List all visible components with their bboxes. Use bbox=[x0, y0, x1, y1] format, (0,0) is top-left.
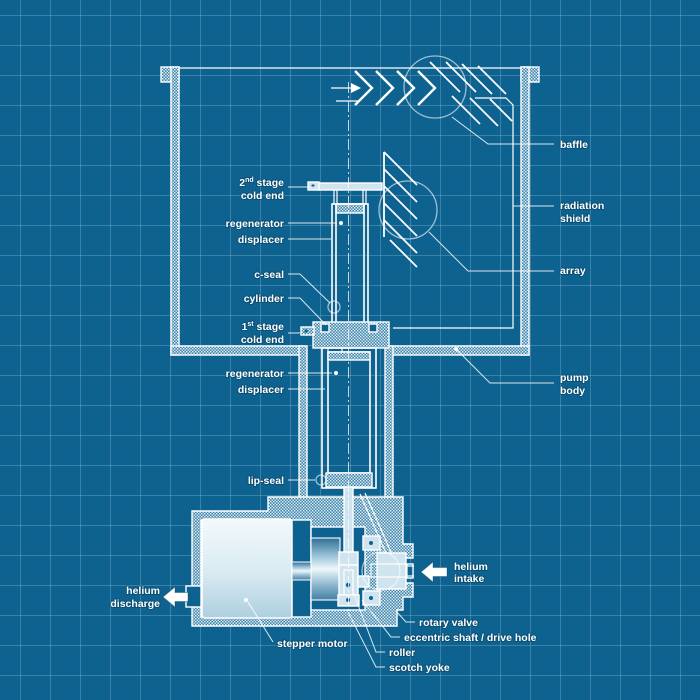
leader-dot-regenerator-lower bbox=[334, 371, 338, 375]
bearing-top-bolt bbox=[369, 541, 373, 545]
array-highlight-circle bbox=[378, 180, 438, 240]
leader-eccentric bbox=[361, 599, 400, 638]
vessel-neck-left bbox=[298, 345, 308, 499]
c-seal-ring bbox=[327, 300, 341, 314]
label-body: body bbox=[560, 385, 585, 397]
leader-rotary-valve bbox=[395, 610, 415, 623]
leader-scotch-yoke bbox=[347, 611, 385, 668]
baffle-arrow-head-icon bbox=[351, 83, 361, 93]
label-stage1-line2: cold end bbox=[241, 334, 284, 346]
label-stepper-motor: stepper motor bbox=[277, 638, 348, 650]
label-regenerator-upper: regenerator bbox=[226, 218, 284, 230]
baffle-highlight-circle bbox=[403, 55, 467, 119]
motor-shaft bbox=[291, 561, 312, 581]
second-stage-cylinder bbox=[331, 203, 369, 325]
baffle-louver-2 bbox=[445, 61, 477, 93]
leader-cylinder bbox=[288, 297, 327, 326]
radiation-shield-outline bbox=[393, 97, 514, 329]
helium-discharge-arrow-icon bbox=[162, 585, 189, 609]
rotary-valve-circle bbox=[361, 551, 401, 591]
baffle-louver-1 bbox=[429, 61, 461, 93]
label-stage2-line1: 2nd stage bbox=[239, 177, 284, 189]
pump-body bbox=[160, 66, 540, 499]
leader-stepper-motor bbox=[247, 601, 274, 643]
radiation-shield bbox=[336, 97, 514, 329]
vessel-neck-right bbox=[384, 345, 394, 499]
lip-seal-ring bbox=[315, 474, 327, 486]
leader-c-seal bbox=[288, 273, 331, 304]
valve-tube-line-2 bbox=[364, 492, 395, 560]
leader-baffle bbox=[451, 116, 554, 145]
baffle-louver-3 bbox=[461, 63, 493, 95]
array-fin-1 bbox=[383, 151, 418, 186]
vessel-bottom-right bbox=[388, 345, 530, 356]
leader-roller bbox=[351, 588, 385, 653]
array-fin-2 bbox=[383, 168, 418, 203]
baffle bbox=[331, 61, 513, 127]
first-stage-flange-port-left bbox=[320, 323, 330, 333]
baffle-chevron-2 bbox=[375, 70, 395, 106]
label-stage1-line1: 1st stage bbox=[242, 321, 285, 333]
second-stage-cold-station bbox=[335, 203, 365, 214]
label-radiation: radiation bbox=[560, 200, 604, 212]
leader-lines bbox=[244, 116, 554, 668]
label-helium-intake-line2: intake bbox=[454, 573, 485, 585]
leader-pump-body bbox=[455, 348, 554, 384]
label-rotary-valve: rotary valve bbox=[419, 617, 478, 629]
label-helium-intake-line1: helium bbox=[454, 561, 488, 573]
label-baffle: baffle bbox=[560, 139, 588, 151]
label-shield: shield bbox=[560, 213, 590, 225]
label-scotch-yoke: scotch yoke bbox=[389, 662, 450, 674]
array-fins bbox=[383, 151, 418, 268]
leader-array bbox=[428, 231, 554, 272]
second-stage bbox=[307, 181, 383, 325]
baffle-louver-6 bbox=[469, 97, 499, 127]
label-lip-seal: lip-seal bbox=[248, 475, 284, 487]
label-c-seal: c-seal bbox=[254, 269, 284, 281]
second-stage-flange bbox=[317, 182, 383, 191]
baffle-chevron-4 bbox=[417, 70, 437, 106]
leader-dot-stepper-motor bbox=[244, 598, 248, 602]
crank-rotor bbox=[310, 537, 341, 601]
baffle-louver-7 bbox=[489, 98, 513, 122]
stepper-motor-body bbox=[201, 518, 293, 619]
helium-intake-arrow-icon bbox=[420, 560, 448, 584]
first-stage-flange-port-right bbox=[368, 323, 378, 333]
array-fin-5 bbox=[383, 219, 418, 254]
array-fin-6 bbox=[389, 239, 418, 268]
vessel-wall-left bbox=[170, 66, 180, 356]
vessel-bottom-left bbox=[170, 345, 304, 356]
label-helium-discharge-line1: helium bbox=[126, 585, 160, 597]
second-stage-neck-right bbox=[362, 189, 367, 205]
second-stage-neck-left bbox=[333, 189, 338, 205]
leader-dot-regenerator-upper bbox=[339, 221, 343, 225]
label-helium-discharge-line2: discharge bbox=[110, 598, 160, 610]
first-stage-nub-bolt bbox=[304, 329, 308, 333]
valve-passage bbox=[370, 563, 408, 578]
baffle-louver-4 bbox=[477, 65, 507, 95]
baffle-louver-5 bbox=[451, 95, 481, 125]
array-fin-4 bbox=[383, 202, 418, 237]
label-eccentric-shaft: eccentric shaft / drive hole bbox=[404, 632, 537, 644]
label-displacer-upper: displacer bbox=[238, 234, 284, 246]
bearing-bottom-bolt bbox=[369, 596, 373, 600]
baffle-chevron-1 bbox=[354, 70, 374, 106]
label-regenerator-lower: regenerator bbox=[226, 368, 284, 380]
rotary-valve-block bbox=[376, 552, 407, 590]
label-stage2-line2: cold end bbox=[241, 190, 284, 202]
first-stage bbox=[300, 321, 390, 489]
label-pump: pump bbox=[560, 372, 589, 384]
label-roller: roller bbox=[389, 647, 415, 659]
baffle-chevron-3 bbox=[396, 70, 416, 106]
label-array: array bbox=[560, 265, 586, 277]
array-fin-3 bbox=[383, 185, 418, 220]
label-cylinder: cylinder bbox=[244, 293, 284, 305]
labels: 2nd stage cold end regenerator displacer… bbox=[109, 138, 605, 675]
label-displacer-lower: displacer bbox=[238, 384, 284, 396]
valve-tube-line-1 bbox=[359, 493, 390, 561]
vessel-wall-right bbox=[520, 66, 530, 356]
crosspin bbox=[357, 575, 370, 588]
